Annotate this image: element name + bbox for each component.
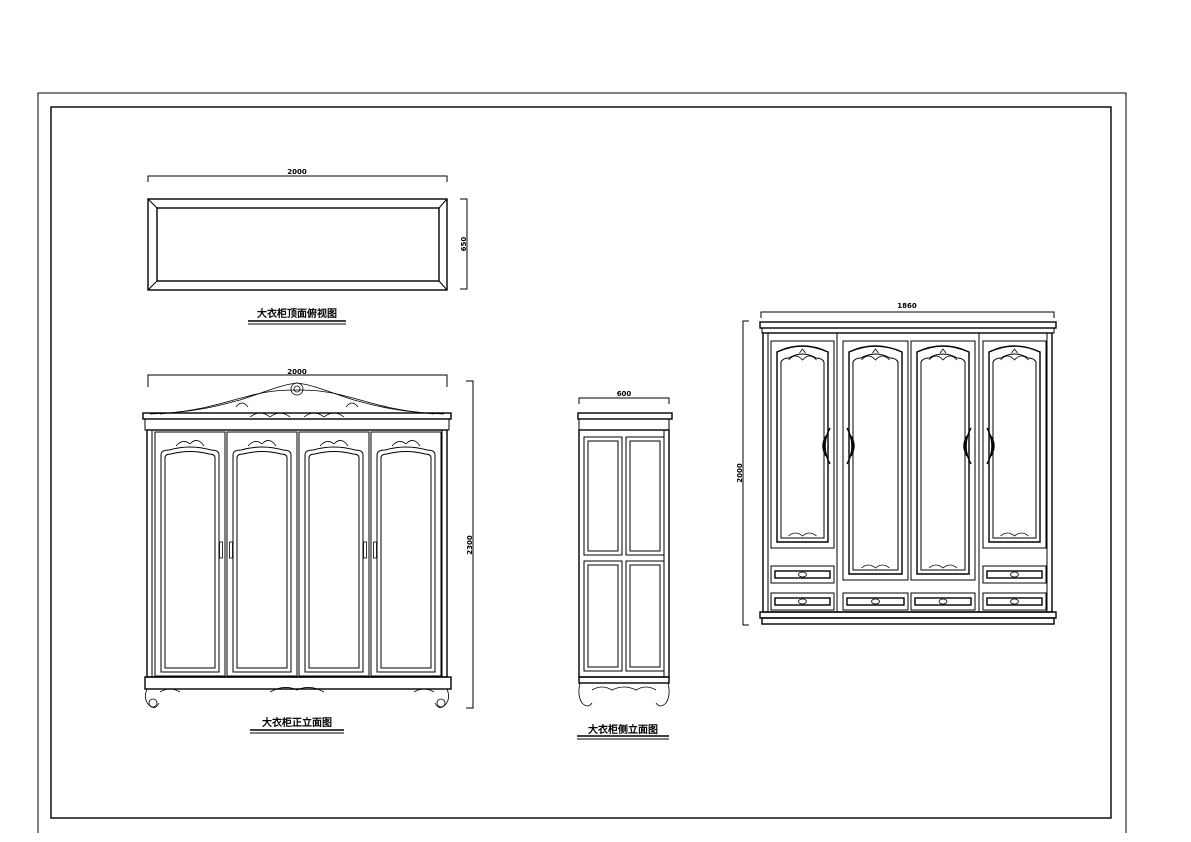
door-panel-frame xyxy=(916,345,970,575)
view-title: 大衣柜正立面图 xyxy=(262,716,332,729)
door-panel-frame xyxy=(304,446,364,673)
carved-ornament xyxy=(861,348,890,569)
view-title: 大衣柜侧立面图 xyxy=(588,723,658,736)
wardrobe-door xyxy=(910,340,976,581)
view-title: 大衣柜顶面俯视图 xyxy=(257,307,337,320)
door-panel-frame xyxy=(376,446,436,673)
top-outline xyxy=(147,198,448,291)
drawer xyxy=(982,565,1047,584)
top-view: 2000 650 大衣柜顶面俯视图 xyxy=(147,168,468,325)
drawer xyxy=(770,565,835,584)
dimension-label-width: 1860 xyxy=(897,302,917,310)
dimension-label-width: 2000 xyxy=(287,168,307,176)
dimension-label-height: 2000 xyxy=(736,463,744,483)
carved-ornament xyxy=(788,348,817,537)
dimension-line-height xyxy=(742,320,749,626)
carved-ornament xyxy=(1000,348,1029,537)
carved-leg xyxy=(145,688,449,708)
drawer xyxy=(770,592,835,611)
wardrobe-door xyxy=(982,340,1047,549)
carved-ornament xyxy=(175,440,205,447)
drawer-handle xyxy=(1010,571,1019,578)
dimension-line-width xyxy=(760,311,1055,318)
top-inner-outline xyxy=(156,207,440,282)
drawer-ornament xyxy=(986,570,1043,579)
drawer-handle xyxy=(798,571,807,578)
drawer xyxy=(842,592,909,611)
dimension-label-depth: 650 xyxy=(460,237,468,252)
dimension-label-width: 600 xyxy=(617,390,632,398)
drawer-ornament xyxy=(846,597,905,606)
door-handle xyxy=(229,541,233,559)
door-panel-frame xyxy=(160,446,220,673)
wardrobe-door xyxy=(298,431,370,677)
drawer-handle xyxy=(798,598,807,605)
door-handle xyxy=(822,427,831,465)
drawer-ornament xyxy=(986,597,1043,606)
door-handle xyxy=(363,541,367,559)
dimension-line-depth xyxy=(460,198,468,290)
door-panel-frame xyxy=(232,446,292,673)
door-handle xyxy=(846,427,855,465)
door-panel-frame xyxy=(776,345,829,543)
drawer-handle xyxy=(871,598,880,605)
inner-drawing-frame xyxy=(50,106,1112,819)
carved-leg xyxy=(578,682,670,707)
carved-ornament xyxy=(319,440,349,447)
drawer-ornament xyxy=(914,597,972,606)
dimension-line-width xyxy=(147,374,448,387)
door-handle xyxy=(986,427,995,465)
wardrobe-door xyxy=(842,340,909,581)
outer-sheet-border xyxy=(37,92,1127,833)
carved-ornament xyxy=(928,348,958,569)
alt-front-view: 1860 2000 xyxy=(736,302,1057,626)
front-view: 2000 2300 大衣柜正立面图 xyxy=(142,368,474,734)
door-handle xyxy=(963,427,972,465)
wardrobe-door xyxy=(370,431,442,677)
drawer-handle xyxy=(938,598,948,605)
door-panel-frame xyxy=(988,345,1041,543)
drawer-ornament xyxy=(774,597,831,606)
drawer-ornament xyxy=(774,570,831,579)
wardrobe-door xyxy=(154,431,226,677)
wardrobe-door xyxy=(226,431,298,677)
door-handle xyxy=(373,541,377,559)
door-handle xyxy=(219,541,223,559)
dimension-label-height: 2300 xyxy=(466,535,474,555)
drawer xyxy=(910,592,976,611)
dimension-line-width xyxy=(147,175,448,182)
drawer-handle xyxy=(1010,598,1019,605)
dimension-line-height xyxy=(466,380,474,709)
door-panel-frame xyxy=(848,345,903,575)
drawer xyxy=(982,592,1047,611)
dimension-line-width xyxy=(578,397,670,404)
side-view: 600 大衣柜侧立面图 xyxy=(577,390,673,740)
carved-ornament xyxy=(247,440,277,447)
wardrobe-door xyxy=(770,340,835,549)
dimension-label-width: 2000 xyxy=(287,368,307,376)
carved-ornament xyxy=(391,440,421,447)
